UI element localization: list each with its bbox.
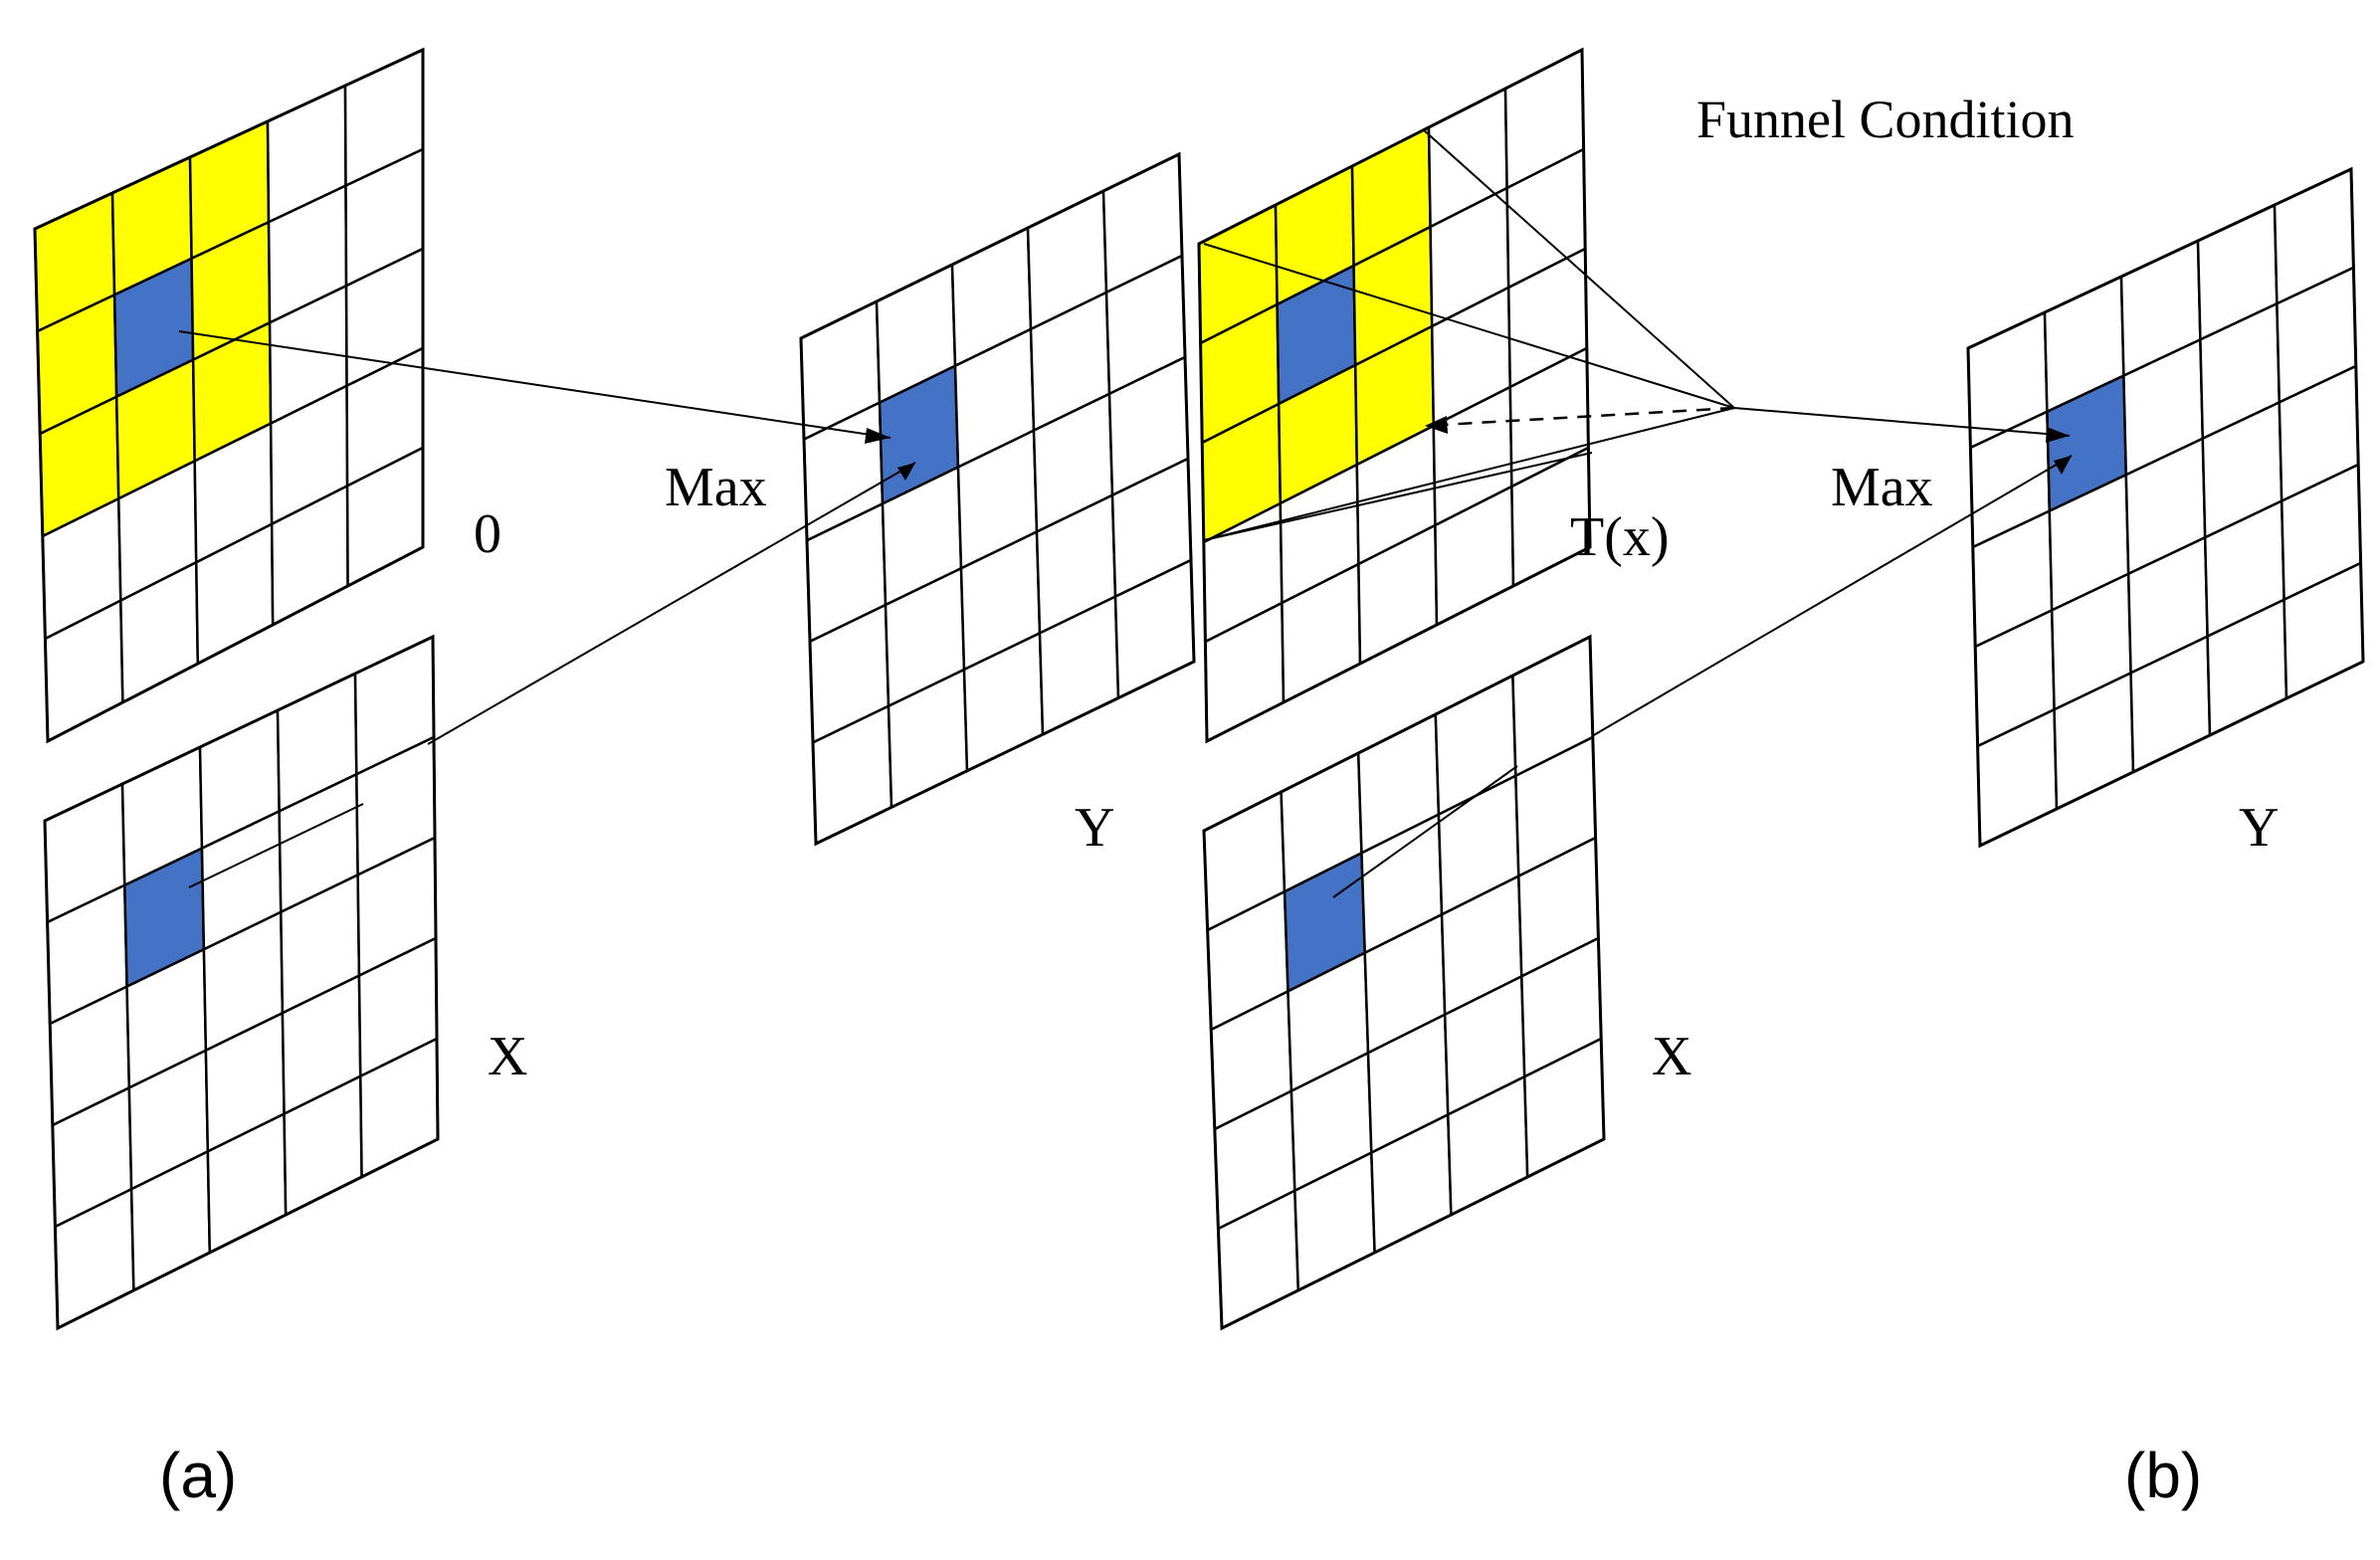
max-arrow-from-x-a-2 <box>427 462 916 745</box>
arrowhead-funnel-dashed <box>1425 416 1448 434</box>
funnel-line-bottom-left <box>1203 407 1735 541</box>
label-panel-b: (b) <box>2124 1440 2202 1511</box>
max-arrow-from-funnel-b <box>1733 407 2071 437</box>
grid-zero-input <box>33 47 425 744</box>
label-max-a: Max <box>665 457 767 518</box>
grid-outline <box>1202 634 1606 1331</box>
grid-tx-input <box>1197 47 1592 744</box>
label-panel-a: (a) <box>159 1440 237 1511</box>
connectors-layer <box>178 128 2073 898</box>
max-arrow-from-x-a <box>188 803 364 888</box>
grid-outline <box>33 47 425 744</box>
funnel-line-top-right <box>1422 128 1735 409</box>
label-y-output-a: Y <box>1075 797 1114 859</box>
max-arrow-from-x-b <box>1332 765 1518 898</box>
label-x-input-b: X <box>1652 1026 1691 1087</box>
label-tx-input: T(x) <box>1570 506 1670 568</box>
funnel-line-dashed <box>1424 406 1735 428</box>
label-x-input-a: X <box>488 1026 527 1087</box>
grid-x-input-a <box>43 634 440 1331</box>
arrowhead-x-b <box>2054 456 2072 475</box>
label-funnel-title: Funnel Condition <box>1696 90 2075 149</box>
arrowhead-zero-a <box>865 428 891 444</box>
grid-x-input-b <box>1202 634 1606 1331</box>
label-max-b: Max <box>1831 457 1933 518</box>
grid-outline <box>1197 47 1592 744</box>
arrowhead-x-a <box>897 463 915 481</box>
grid-outline <box>1966 166 2365 849</box>
grid-outline <box>799 151 1196 847</box>
label-zero-input: 0 <box>474 503 501 565</box>
max-arrow-from-zero-a <box>178 330 892 439</box>
grid-outline <box>43 634 440 1331</box>
grid-y-output-a <box>799 151 1196 847</box>
grid-y-output-b <box>1966 166 2365 849</box>
grids-layer <box>33 47 2365 1331</box>
max-arrow-from-x-b-2 <box>1591 455 2073 737</box>
funnel-line-top-left <box>1203 243 1735 409</box>
funnel-line-bottom-mid <box>1203 452 1593 541</box>
label-y-output-b: Y <box>2239 797 2279 859</box>
arrowhead-funnel-b <box>2046 427 2070 443</box>
